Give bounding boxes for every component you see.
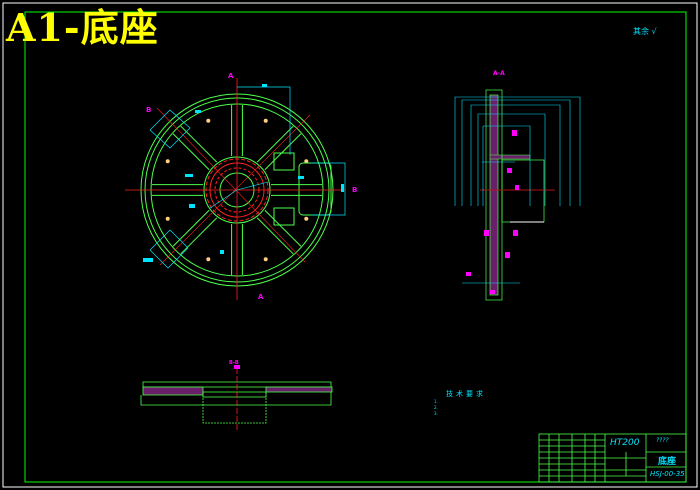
spoke-edge	[264, 133, 302, 171]
technical-requirement-1: 1.	[434, 399, 438, 404]
spoke-edge	[256, 217, 294, 255]
roughness-note: 其余 √	[633, 27, 657, 36]
drawing-frame	[24, 11, 687, 483]
spoke-edge	[180, 217, 218, 255]
material: HT200	[610, 438, 640, 448]
section-label-a-bottom: A	[258, 293, 264, 301]
section-view	[454, 89, 581, 301]
bolt-hole	[263, 118, 268, 123]
title-block	[538, 433, 687, 483]
technical-requirement-3: 3.	[434, 411, 438, 416]
section-title-aa: A-A	[493, 70, 505, 77]
spoke-edge	[180, 125, 218, 163]
bolt-hole	[206, 257, 211, 262]
bottom-view	[140, 365, 333, 430]
section-label-a-top: A	[228, 72, 234, 80]
drawing-number: HSJ-00-35	[650, 470, 685, 478]
plan-dims	[143, 84, 344, 262]
quantity: ????	[656, 437, 669, 444]
bolt-hole	[165, 159, 170, 164]
bolt-hole	[304, 216, 309, 221]
technical-requirements-heading: 技术要求	[446, 390, 486, 398]
spoke-edge	[172, 209, 210, 247]
bolt-hole	[165, 216, 170, 221]
section-label-b-right: B	[352, 186, 358, 194]
spoke-edge	[256, 125, 294, 163]
section-title-bb: B-B	[229, 360, 239, 366]
technical-requirement-2: 2.	[434, 405, 438, 410]
plan-view	[125, 78, 346, 300]
spoke-edge	[264, 209, 302, 247]
part-name: 底座	[658, 457, 677, 467]
spoke-edge	[172, 133, 210, 171]
bolt-hole	[263, 257, 268, 262]
drawing-title: A1-底座	[6, 5, 159, 50]
bolt-hole	[304, 159, 309, 164]
section-label-b-left: B	[146, 106, 152, 114]
bolt-hole	[206, 118, 211, 123]
